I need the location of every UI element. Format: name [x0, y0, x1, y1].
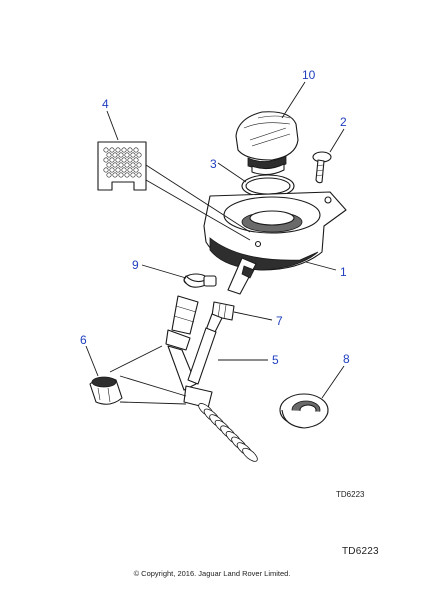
diagram-reference-code: TD6223: [336, 490, 365, 499]
callout-labels: 10 2 3 4 1 9 7 5 6 8: [80, 68, 350, 367]
part-10-fuel-cap: [235, 111, 299, 176]
part-5-breather-pipe: [165, 295, 258, 462]
callout-9: 9: [132, 258, 139, 272]
callout-4: 4: [102, 97, 109, 111]
part-9-hose-clip: [183, 273, 217, 288]
callout-7: 7: [276, 314, 283, 328]
part-6-nut: [89, 376, 123, 405]
part-2-screw: [312, 151, 332, 184]
part-7-connector: [205, 301, 235, 335]
part-3-o-ring: [241, 174, 295, 198]
callout-10: 10: [302, 68, 316, 82]
callout-8: 8: [343, 352, 350, 366]
part-8-grommet: [279, 393, 329, 429]
reference-code: TD6223: [342, 546, 379, 557]
part-1-filler-housing: [203, 191, 347, 295]
part-4-filter-mesh: [97, 141, 147, 191]
callout-5: 5: [272, 353, 279, 367]
callout-2: 2: [340, 115, 347, 129]
callout-3: 3: [210, 157, 217, 171]
callout-6: 6: [80, 333, 87, 347]
leader-lines: [85, 81, 345, 405]
callout-1: 1: [340, 265, 347, 279]
copyright-notice: © Copyright, 2016. Jaguar Land Rover Lim…: [133, 569, 291, 578]
